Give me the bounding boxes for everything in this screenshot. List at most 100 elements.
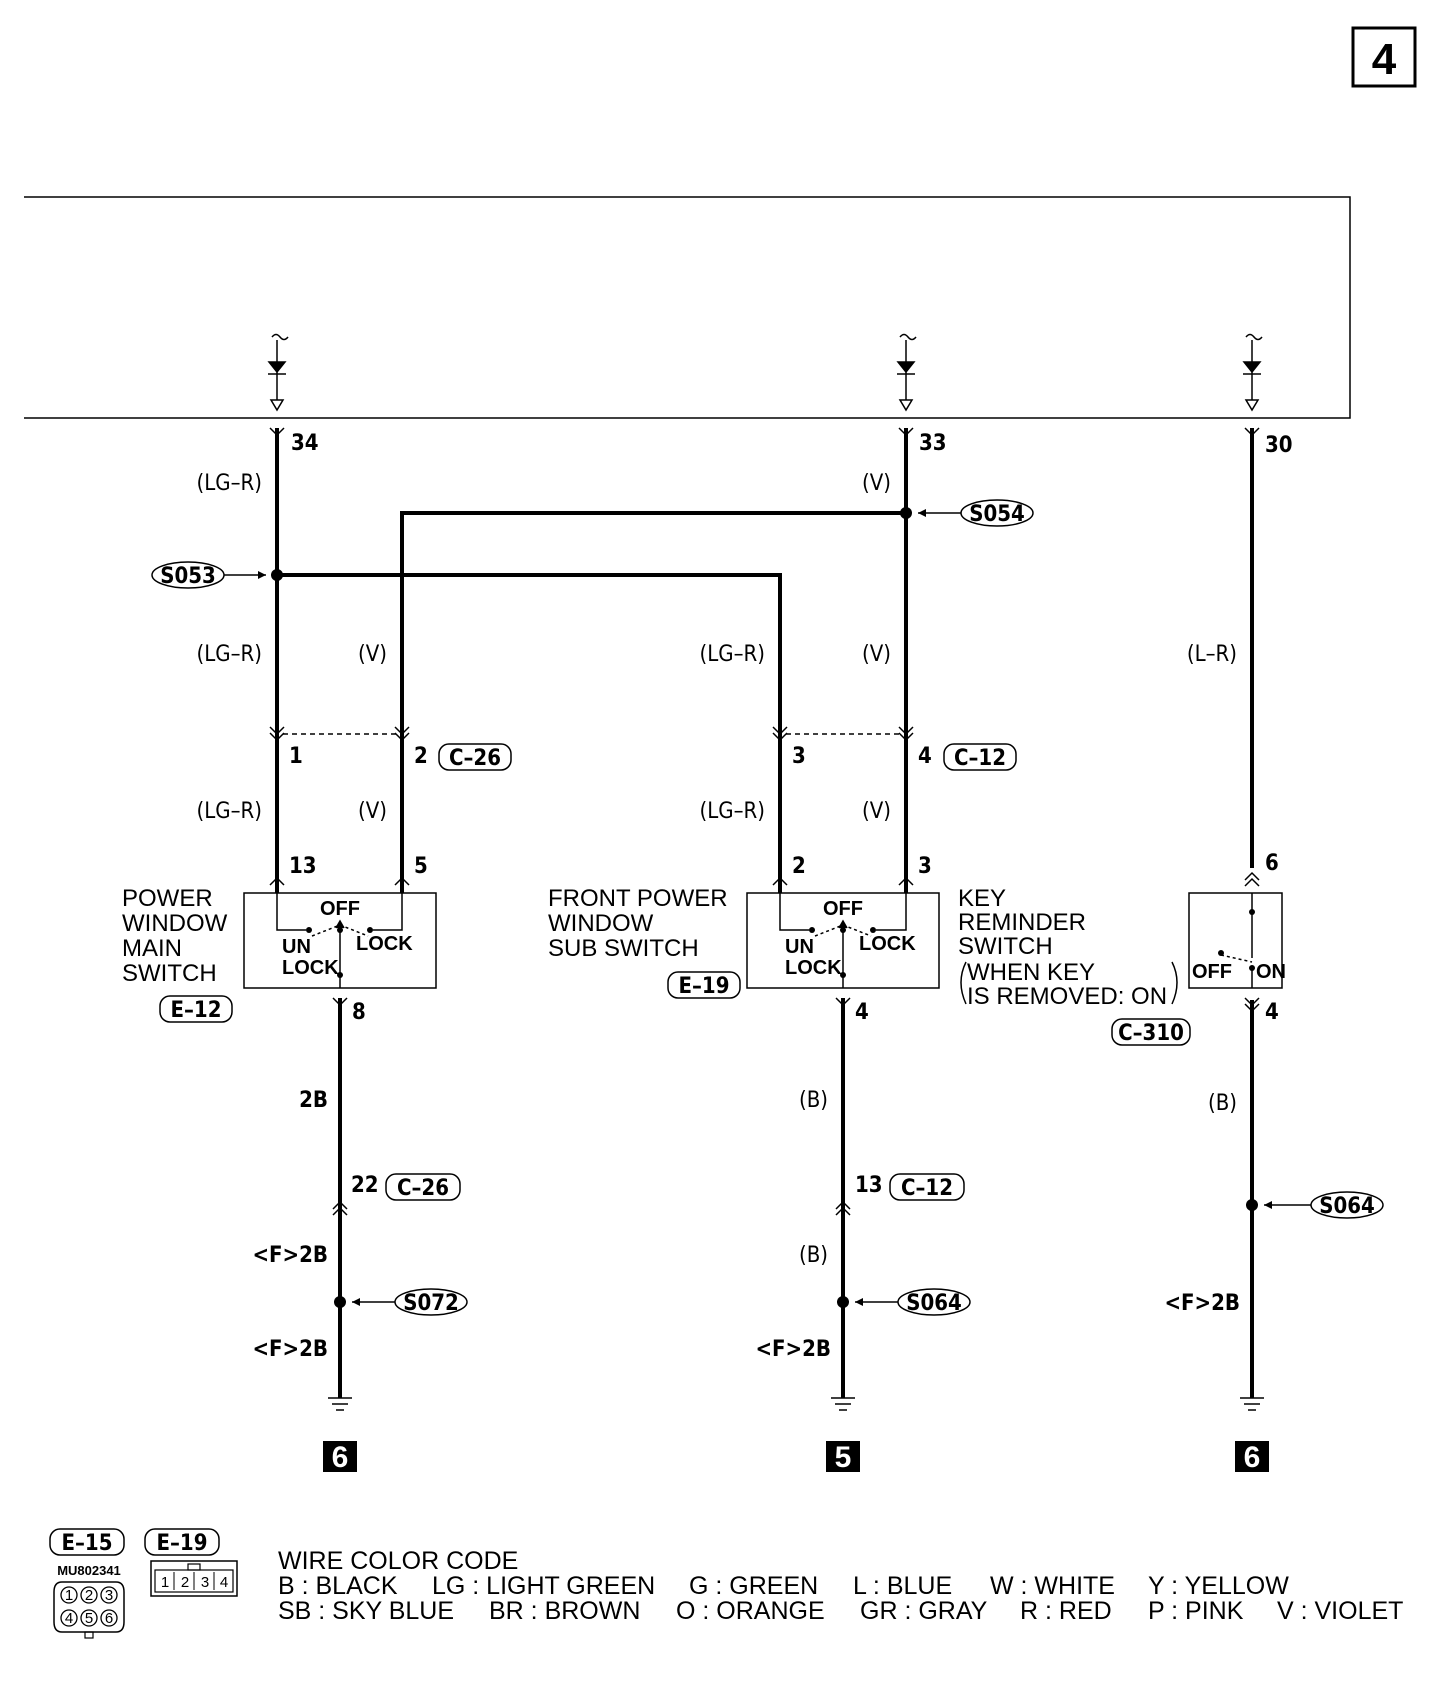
pin-key-6: 6	[1265, 851, 1279, 876]
svg-text:LOCK: LOCK	[859, 933, 916, 955]
etacs-unit-outline	[24, 196, 1351, 419]
svg-text:6: 6	[105, 1610, 113, 1627]
connector-c26-bottom: C–26	[385, 1173, 461, 1201]
connector-e19: E–19	[667, 971, 741, 999]
svg-text:4: 4	[65, 1610, 73, 1627]
ground-reference-2: 5	[826, 1441, 860, 1474]
pin-c26-1: 1	[289, 744, 303, 769]
legend-conn-e15: E–15	[62, 1531, 113, 1556]
pin-main-13: 13	[289, 854, 317, 879]
svg-text:S064: S064	[906, 1291, 962, 1316]
splice-s054: S054	[918, 499, 1034, 527]
svg-text:3: 3	[201, 1574, 209, 1591]
pin-c26-22: 22	[351, 1173, 379, 1198]
wire-color-labels: (LG–R) (V) (LG–R) (V) (LG–R) (V) (L–R) (…	[197, 471, 1240, 1362]
legend-title: WIRE COLOR CODE	[278, 1547, 518, 1575]
svg-text:UN: UN	[785, 936, 814, 958]
svg-text:(V): (V)	[358, 799, 387, 824]
svg-text:(B): (B)	[799, 1088, 828, 1113]
splice-s053: S053	[151, 561, 266, 589]
connector-chevrons	[269, 427, 1260, 1216]
svg-text:KEY: KEY	[958, 885, 1006, 912]
legend-part-number: MU802341	[57, 1563, 121, 1578]
svg-text:(V): (V)	[862, 642, 891, 667]
splice-dots	[271, 507, 1258, 1308]
ground-reference-1: 6	[323, 1441, 357, 1474]
svg-text:E–12: E–12	[171, 998, 222, 1023]
svg-text:3: 3	[105, 1587, 113, 1604]
svg-text:SWITCH: SWITCH	[958, 933, 1053, 960]
svg-text:R : RED: R : RED	[1020, 1597, 1112, 1625]
legend-conn-e19: E–19	[157, 1531, 208, 1556]
svg-text:L : BLUE: L : BLUE	[853, 1572, 952, 1600]
pin-34: 34	[291, 431, 319, 456]
svg-text:POWER: POWER	[122, 885, 213, 912]
svg-text:WHEN KEY: WHEN KEY	[967, 959, 1095, 986]
svg-text:(LG–R): (LG–R)	[700, 799, 765, 824]
pin-30: 30	[1265, 433, 1293, 458]
page-number: 4	[1372, 35, 1397, 84]
svg-text:2B: 2B	[299, 1088, 328, 1113]
svg-text:<F>2B: <F>2B	[1164, 1291, 1240, 1316]
wire-color-code-legend: WIRE COLOR CODE B : BLACK LG : LIGHT GRE…	[278, 1547, 1403, 1625]
splice-s064-key: S064	[1264, 1191, 1384, 1219]
power-window-main-switch: OFF UN LOCK LOCK POWER WINDOW MAIN SWITC…	[122, 885, 437, 989]
svg-text:SUB SWITCH: SUB SWITCH	[548, 935, 699, 962]
pin-sub-4: 4	[855, 1000, 869, 1025]
pin-c12-3: 3	[792, 744, 806, 769]
svg-text:(V): (V)	[862, 799, 891, 824]
svg-text:SWITCH: SWITCH	[122, 960, 217, 987]
pin-c12-4: 4	[918, 744, 932, 769]
connector-e19-face: 1 2 3 4	[150, 1560, 238, 1597]
svg-text:C–12: C–12	[901, 1176, 953, 1201]
svg-text:FRONT POWER: FRONT POWER	[548, 885, 728, 912]
svg-text:W : WHITE: W : WHITE	[990, 1572, 1115, 1600]
ground-symbols	[328, 1397, 1264, 1411]
svg-text:UN: UN	[282, 936, 311, 958]
connector-c26-top: C–26	[438, 743, 512, 771]
pin-key-4: 4	[1265, 1000, 1279, 1025]
svg-text:(LG–R): (LG–R)	[197, 471, 262, 496]
svg-text:S072: S072	[403, 1291, 459, 1316]
svg-text:2: 2	[85, 1587, 93, 1604]
svg-text:C–12: C–12	[954, 746, 1006, 771]
svg-text:1: 1	[65, 1587, 73, 1604]
svg-text:OFF: OFF	[823, 898, 863, 920]
internal-diode-33	[896, 333, 917, 412]
wires	[275, 428, 1254, 1398]
pin-sub-2: 2	[792, 854, 806, 879]
pin-c12-13: 13	[855, 1173, 883, 1198]
front-power-window-sub-switch: OFF UN LOCK LOCK FRONT POWER WINDOW SUB …	[548, 885, 940, 989]
svg-text:2: 2	[181, 1574, 189, 1591]
svg-text:B : BLACK: B : BLACK	[278, 1572, 398, 1600]
svg-text:WINDOW: WINDOW	[122, 910, 228, 937]
svg-text:(B): (B)	[1208, 1091, 1237, 1116]
svg-text:LOCK: LOCK	[356, 933, 413, 955]
svg-text:(V): (V)	[862, 471, 891, 496]
svg-text:C–26: C–26	[397, 1176, 449, 1201]
svg-text:<F>2B: <F>2B	[252, 1243, 328, 1268]
svg-text:(V): (V)	[358, 642, 387, 667]
svg-text:5: 5	[835, 1441, 852, 1474]
connector-e15-face: 1 2 3 4 5 6	[53, 1581, 125, 1639]
svg-text:(LG–R): (LG–R)	[197, 799, 262, 824]
svg-text:OFF: OFF	[1192, 961, 1232, 983]
connector-c12-bottom: C–12	[889, 1173, 965, 1201]
connector-legend: E–15 E–19 MU802341 1 2 3 4 5 6	[49, 1528, 238, 1639]
pin-sub-3: 3	[918, 854, 932, 879]
svg-text:REMINDER: REMINDER	[958, 909, 1086, 936]
svg-text:(LG–R): (LG–R)	[197, 642, 262, 667]
svg-text:ON: ON	[1256, 961, 1286, 983]
svg-text:S053: S053	[160, 564, 216, 589]
splice-s072: S072	[352, 1288, 468, 1316]
svg-text:IS REMOVED: ON: IS REMOVED: ON	[967, 983, 1167, 1010]
internal-diode-34	[267, 333, 289, 412]
svg-text:C–310: C–310	[1118, 1021, 1184, 1046]
svg-text:BR : BROWN: BR : BROWN	[489, 1597, 640, 1625]
connector-tags: C–26 C–12 E–12 E–19 C–310 C–26 C–12	[159, 743, 1191, 1201]
svg-text:V : VIOLET: V : VIOLET	[1277, 1597, 1403, 1625]
svg-text:Y : YELLOW: Y : YELLOW	[1148, 1572, 1289, 1600]
svg-text:S064: S064	[1319, 1194, 1375, 1219]
ground-reference-3: 6	[1235, 1441, 1269, 1474]
